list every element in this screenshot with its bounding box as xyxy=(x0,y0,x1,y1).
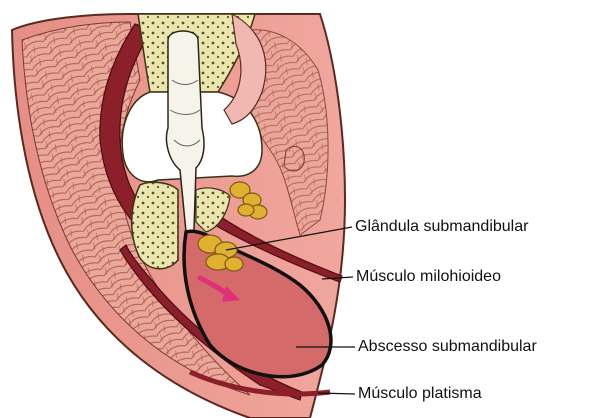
label-platysma-muscle: Músculo platisma xyxy=(358,385,482,403)
label-submandibular-abscess: Abscesso submandibular xyxy=(358,338,537,356)
label-mylohyoid-muscle: Músculo milohioideo xyxy=(356,268,501,286)
mandible-bone xyxy=(132,182,178,268)
label-submandibular-gland: Glândula submandibular xyxy=(355,218,528,236)
